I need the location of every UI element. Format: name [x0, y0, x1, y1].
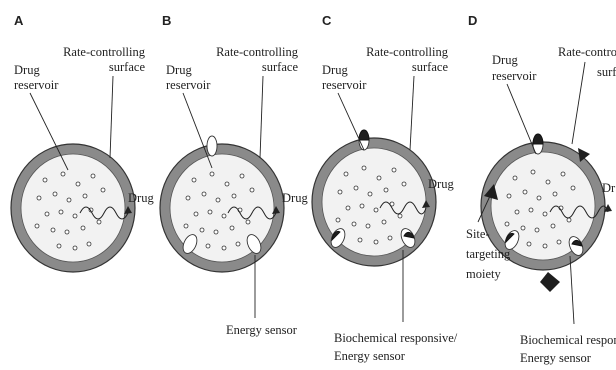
rate-controlling-surface-label: Rate-controlling: [558, 45, 616, 59]
rate-controlling-surface-label: surface: [412, 60, 449, 74]
panel-b: B Drug reservoir Rate-controlling surfac…: [160, 13, 308, 337]
drug-label: Dr: [602, 181, 616, 195]
panel-letter: D: [468, 13, 477, 28]
rate-controlling-surface-label: surface: [109, 60, 146, 74]
drug-label: Drug: [282, 191, 308, 205]
drug-reservoir-label: reservoir: [322, 78, 367, 92]
sensor-label: Biochemical responsive/: [334, 331, 458, 345]
panel-d: D Drug reservoir Rate-controlling surfa …: [466, 13, 616, 365]
biochemical-sensor-icon: [533, 134, 543, 144]
surface-leader: [410, 76, 414, 150]
capsule: [160, 144, 284, 272]
drug-label: Drug: [128, 191, 154, 205]
energy-sensor-label: Energy sensor: [226, 323, 298, 337]
sensor-label: Energy sensor: [334, 349, 406, 363]
surface-leader: [110, 76, 113, 158]
panel-letter: C: [322, 13, 332, 28]
surface-leader: [572, 62, 585, 144]
rate-controlling-surface-label: surfa: [597, 65, 616, 79]
sensor-leader: [570, 256, 574, 324]
site-targeting-label: moiety: [466, 267, 501, 281]
drug-reservoir-label: Drug: [166, 63, 192, 77]
sensor-label: Energy sensor: [520, 351, 592, 365]
rate-controlling-surface-label: surface: [262, 60, 299, 74]
rate-controlling-surface-label: Rate-controlling: [366, 45, 449, 59]
drug-reservoir-label: Drug: [14, 63, 40, 77]
site-targeting-label: Site-: [466, 227, 490, 241]
targeting-moiety-icon: [540, 272, 560, 292]
drug-reservoir-label: reservoir: [166, 78, 211, 92]
sensor-label: Biochemical responsive: [520, 333, 616, 347]
rate-controlling-surface-label: Rate-controlling: [63, 45, 146, 59]
panel-a: A Drug reservoir Rate-controlling surfac…: [11, 13, 154, 272]
panel-letter: B: [162, 13, 171, 28]
drug-reservoir-label: Drug: [492, 53, 518, 67]
surface-leader: [260, 76, 263, 158]
rate-controlling-surface-label: Rate-controlling: [216, 45, 299, 59]
energy-sensor-icon: [207, 136, 217, 156]
capsule: [11, 144, 135, 272]
site-targeting-label: targeting: [466, 247, 511, 261]
drug-reservoir-label: reservoir: [492, 69, 537, 83]
biochemical-sensor-icon: [359, 130, 369, 140]
panel-letter: A: [14, 13, 24, 28]
panel-c: C Drug reservoir Rate-controlling surfac…: [312, 13, 458, 363]
reservoir-leader: [507, 84, 536, 154]
drug-reservoir-label: Drug: [322, 63, 348, 77]
drug-reservoir-label: reservoir: [14, 78, 59, 92]
reservoir-leader: [338, 93, 364, 150]
capsule: [312, 138, 436, 266]
drug-label: Drug: [428, 177, 454, 191]
